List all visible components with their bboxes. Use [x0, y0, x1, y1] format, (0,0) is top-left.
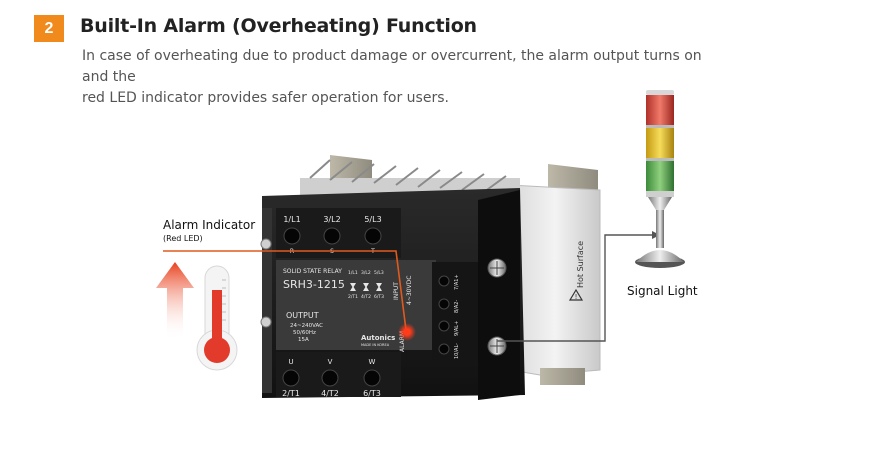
terminal-top-1: 1/L1 [283, 215, 300, 224]
output-spec-2: 50/60Hz [293, 330, 316, 336]
output-title: OUTPUT [286, 311, 319, 320]
signal-tower-icon [635, 90, 685, 268]
output-spec-3: 15A [298, 337, 309, 343]
terminal-top-2: 3/L2 [323, 215, 340, 224]
terminal-bottom-1: 2/T1 [282, 389, 300, 398]
alarm-indicator-connector [163, 250, 407, 331]
svg-text:!: ! [575, 293, 578, 301]
triac-symbols [350, 283, 382, 291]
mini-bottom-2: 4/T2 [361, 294, 371, 300]
terminal-bottom-2: 4/T2 [321, 389, 339, 398]
model-label: SRH3-1215 [283, 278, 345, 291]
mini-bottom-1: 2/T1 [348, 294, 358, 300]
signal-light-label: Signal Light [627, 284, 698, 298]
side-terminal-2: 8/A2- [454, 300, 460, 313]
hot-surface-label: Hot Surface [576, 241, 585, 288]
input-voltage-label: 4~30VDC [406, 276, 413, 305]
mini-bottom-3: 6/T3 [374, 294, 384, 300]
side-terminal-1: 7/A1+ [454, 274, 460, 290]
terminal-bottom-sub-3: W [369, 358, 376, 366]
alarm-indicator-sublabel: (Red LED) [163, 234, 203, 243]
mini-top-2: 3/L2 [361, 270, 371, 276]
mini-top-3: 5/L3 [374, 270, 384, 276]
made-in-label: MADE IN KOREA [361, 343, 390, 347]
input-label: INPUT [393, 282, 400, 300]
brand-label: Autonics [361, 334, 395, 342]
description-line-2: red LED indicator provides safer operati… [82, 90, 449, 106]
terminal-bottom-sub-1: U [288, 358, 293, 366]
output-spec-1: 24~240VAC [290, 323, 323, 329]
top-terminal-screws [283, 227, 382, 245]
mini-top-1: 1/L1 [348, 270, 358, 276]
terminal-bottom-sub-2: V [328, 358, 333, 366]
section-description: In case of overheating due to product da… [82, 46, 732, 109]
product-line-label: SOLID STATE RELAY [283, 268, 342, 275]
description-line-1: In case of overheating due to product da… [82, 48, 702, 85]
alarm-label: ALARM [399, 331, 406, 352]
alarm-indicator-label: Alarm Indicator [163, 218, 256, 232]
bottom-terminal-screws [282, 369, 381, 387]
section-title: Built-In Alarm (Overheating) Function [80, 15, 477, 37]
up-arrow-icon [156, 262, 194, 340]
side-terminal-4: 10/AL- [454, 343, 460, 359]
thermometer-icon [196, 265, 238, 371]
signal-light-connector [497, 234, 652, 342]
side-terminal-screws [438, 275, 450, 355]
terminal-bottom-3: 6/T3 [363, 389, 381, 398]
side-terminal-3: 9/AL+ [454, 321, 460, 336]
terminal-top-3: 5/L3 [364, 215, 381, 224]
heatsink [300, 155, 601, 385]
section-number-badge: 2 [34, 15, 64, 42]
warning-triangle-icon: ! [568, 288, 584, 301]
